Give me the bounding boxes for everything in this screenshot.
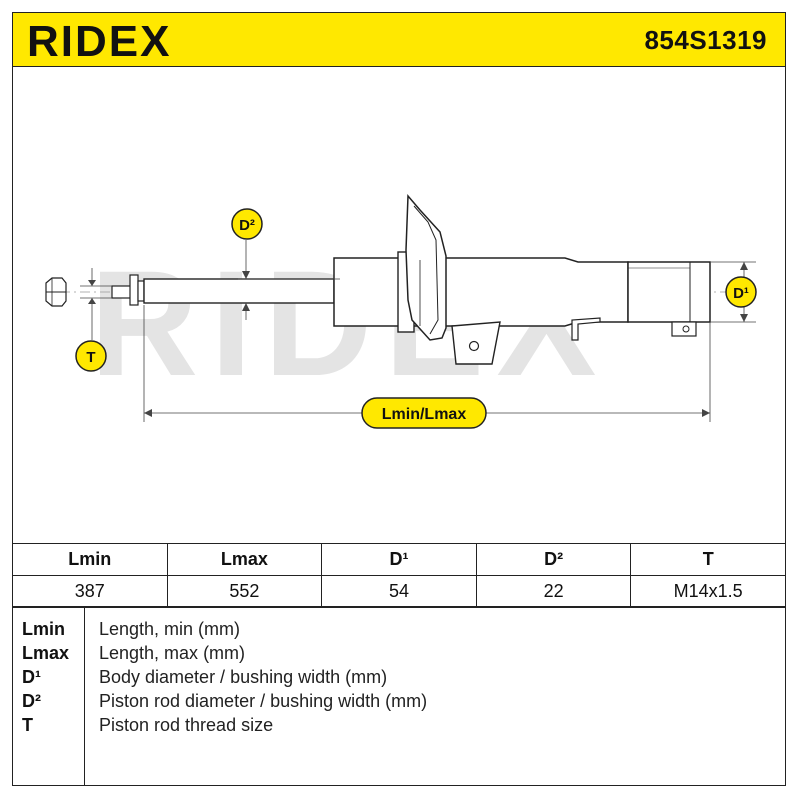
part-number: 854S1319	[644, 25, 767, 55]
nut	[45, 277, 67, 307]
specs-value-lmax: 552	[166, 575, 323, 608]
spring-seat	[397, 194, 447, 341]
specs-header-d2: D²	[475, 543, 632, 576]
legend-item: D² Piston rod diameter / bushing width (…	[12, 691, 786, 715]
legend-key: D¹	[22, 667, 41, 687]
ridex-logo: RIDEX	[27, 20, 171, 62]
legend-key: Lmin	[22, 619, 65, 639]
t-label: T	[86, 349, 95, 366]
specs-header-lmin: Lmin	[12, 543, 168, 576]
specs-table: Lmin Lmax D¹ D² T 387 552 54 22 M14x1.5	[12, 543, 786, 608]
d1-label: D¹	[733, 285, 749, 302]
legend-section: Lmin Length, min (mm) Lmax Length, max (…	[12, 606, 786, 786]
legend-desc: Piston rod thread size	[99, 715, 274, 735]
mounting-bracket	[451, 317, 697, 365]
specs-header-lmax: Lmax	[166, 543, 323, 576]
piston-rod	[143, 278, 335, 304]
legend-item: Lmin Length, min (mm)	[12, 619, 786, 643]
logo-text: RIDEX	[27, 20, 171, 62]
legend-key: D²	[22, 691, 41, 711]
specs-header-d1: D¹	[321, 543, 477, 576]
specs-value-d2: 22	[475, 575, 632, 608]
legend-item: D¹ Body diameter / bushing width (mm)	[12, 667, 786, 691]
legend-item: T Piston rod thread size	[12, 715, 786, 739]
t-dimension	[80, 268, 112, 340]
d2-dimension	[238, 240, 340, 320]
legend-desc: Length, max (mm)	[99, 643, 246, 663]
specs-header-row: Lmin Lmax D¹ D² T	[12, 543, 786, 576]
length-label-badge	[361, 397, 487, 429]
d2-label: D²	[239, 217, 255, 234]
t-label-badge	[75, 340, 107, 372]
legend-key: Lmax	[22, 643, 70, 663]
length-label: Lmin/Lmax	[382, 406, 467, 423]
d1-label-badge	[725, 276, 757, 308]
legend-desc: Piston rod diameter / bushing width (mm)	[99, 691, 428, 711]
specs-value-t: M14x1.5	[630, 575, 786, 608]
header-bar: RIDEX 854S1319	[12, 12, 786, 67]
legend-desc: Length, min (mm)	[99, 619, 241, 639]
specs-value-d1: 54	[321, 575, 477, 608]
d2-label-badge	[231, 208, 263, 240]
specs-value-lmin: 387	[12, 575, 168, 608]
legend-key: T	[22, 715, 33, 735]
specs-header-t: T	[630, 543, 786, 576]
rod-thread-tip	[111, 274, 145, 306]
legend-desc: Body diameter / bushing width (mm)	[99, 667, 388, 687]
specs-value-row: 387 552 54 22 M14x1.5	[12, 575, 786, 608]
strut-body	[333, 257, 711, 327]
legend-divider	[84, 607, 85, 786]
legend-item: Lmax Length, max (mm)	[12, 643, 786, 667]
